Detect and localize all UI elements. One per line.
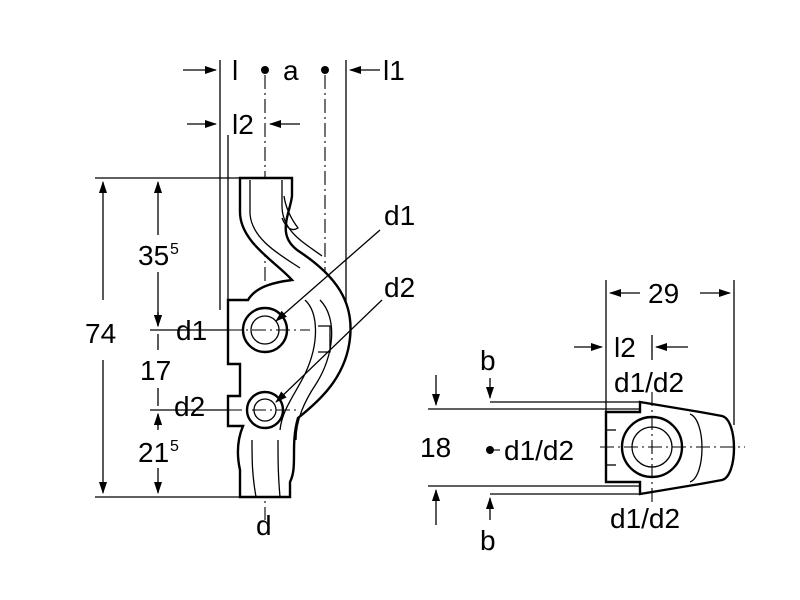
callout-d2-label: d2 [384,272,415,303]
left-view: l a l1 l2 [85,55,415,541]
dim-35-label: 35 [138,240,169,271]
bottom-d-label: d [256,510,272,541]
side-label-d2: d2 [174,391,205,422]
l-label: l [232,55,238,86]
dimension-29: 29 [605,278,735,425]
l2-label: l2 [232,109,254,140]
a-start-dot [261,66,269,74]
callout-d2: d2 [275,272,415,403]
dimension-b: b b [480,345,496,556]
d1-d2-top-label: d1/d2 [614,367,684,398]
l2-dimension: l2 [187,109,300,140]
l1-label: l1 [383,55,405,86]
dimension-74: 74 [85,177,240,498]
callout-d1-label: d1 [384,200,415,231]
dim-74-label: 74 [85,318,116,349]
a-end-dot [321,66,329,74]
right-l2-dimension: l2 [574,332,688,363]
d1-d2-bottom-label: d1/d2 [610,503,680,534]
callout-d1: d1 [275,200,415,322]
dim-21-superscript: 5 [170,438,179,455]
right-view: 29 l2 18 b b [420,278,745,556]
trap-top-view [486,392,745,505]
side-label-d1: d1 [176,315,207,346]
dim-21-label: 21 [138,437,169,468]
center-dot [486,446,494,454]
dim-17-label: 17 [140,355,171,386]
dimension-chain: 35 5 17 21 5 d1 d2 [138,181,228,494]
b-bottom-label: b [480,525,496,556]
dim-18-label: 18 [420,432,451,463]
right-l2-label: l2 [614,332,636,363]
d1-d2-middle-label: d1/d2 [504,435,574,466]
dimension-18: 18 [420,375,451,525]
b-top-label: b [480,345,496,376]
a-label: a [283,55,299,86]
dim-35-superscript: 5 [170,241,179,258]
top-dimension-row: l a l1 [183,55,405,86]
dim-29-label: 29 [648,278,679,309]
trap-body [226,176,352,499]
